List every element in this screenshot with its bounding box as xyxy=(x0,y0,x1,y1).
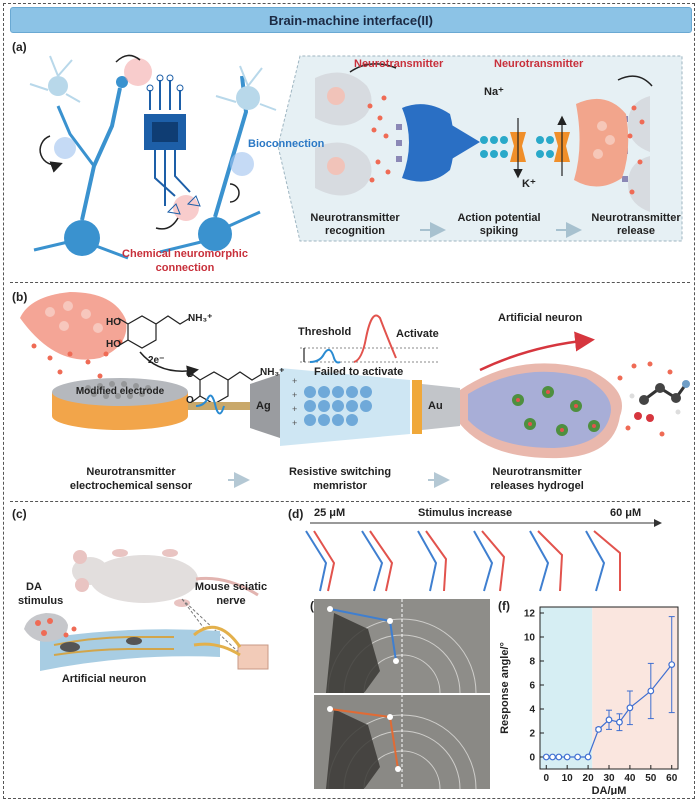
panel-e-photo xyxy=(314,599,490,790)
svg-text:+: + xyxy=(292,376,297,386)
failed-to-activate-label: Failed to activate xyxy=(314,366,404,378)
sciatic-nerve-line2: nerve xyxy=(216,595,246,607)
step-neurotransmitter-recognition: Neurotransmitter recognition xyxy=(310,212,400,237)
y-tick-label: 6 xyxy=(529,681,535,692)
dopamine-molecule-model xyxy=(629,380,690,422)
low-concentration-region xyxy=(540,607,593,769)
figure-title: Brain-machine interface(II) xyxy=(269,12,433,28)
stimulus-start-label: 25 μM xyxy=(314,507,346,519)
data-point xyxy=(563,753,571,761)
svg-text:+: + xyxy=(292,418,297,428)
panel-b: (b) xyxy=(10,288,690,500)
artificial-neuron-label-b: Artificial neuron xyxy=(498,312,583,324)
hydroxyl-label-1: HO xyxy=(106,317,121,328)
panel-a: (a) xyxy=(10,36,690,280)
hydrogel-particles xyxy=(512,386,600,436)
data-point xyxy=(542,753,550,761)
chemical-neuromorphic-connection-line1: Chemical neuromorphic xyxy=(122,248,248,260)
data-point xyxy=(668,661,676,668)
panel-b-label: (b) xyxy=(12,290,28,304)
panel-a-label: (a) xyxy=(12,40,27,54)
x-tick-label: 40 xyxy=(624,773,636,784)
data-point xyxy=(626,704,634,712)
panel-d-illustration xyxy=(305,519,662,592)
data-point xyxy=(555,753,563,761)
y-tick-label: 12 xyxy=(524,609,536,620)
data-point xyxy=(647,687,655,695)
sodium-ion-label: Na⁺ xyxy=(484,86,504,98)
threshold-label: Threshold xyxy=(298,326,352,338)
panel-b-illustration: + + + + xyxy=(20,292,690,488)
outer-dashed-frame xyxy=(3,3,695,799)
y-tick-label: 0 xyxy=(529,753,535,764)
da-stimulus-line2: stimulus xyxy=(18,595,64,607)
neuron-network xyxy=(29,55,277,260)
step-neurotransmitter-release: Neurotransmitter release xyxy=(591,212,681,237)
x-tick-label: 50 xyxy=(645,773,657,784)
oxygen-label-2: O xyxy=(186,395,194,406)
ammonium-label: NH₃⁺ xyxy=(188,313,213,324)
divider-b-c xyxy=(10,501,690,502)
oxygen-label-1: O xyxy=(186,369,194,380)
silver-electrode-label: Ag xyxy=(256,400,271,412)
da-stimulus-line1: DA xyxy=(26,581,42,593)
sensor-caption-line1: Neurotransmitter xyxy=(86,466,176,478)
x-tick-label: 30 xyxy=(603,773,615,784)
modified-electrode-label: Modified electrode xyxy=(75,386,165,397)
y-axis-label: Response angle/° xyxy=(499,642,511,734)
lower-panels: (c) DA stimu xyxy=(10,503,690,795)
data-point xyxy=(616,718,623,726)
data-point xyxy=(605,716,613,724)
y-tick-label: 8 xyxy=(529,657,535,668)
panel-f-label: (f) xyxy=(498,599,510,613)
step-action-potential-spiking: Action potential spiking xyxy=(457,212,541,237)
memristor-caption-line1: Resistive switching xyxy=(288,466,392,478)
x-tick-label: 60 xyxy=(666,773,678,784)
stimulus-end-label: 60 μM xyxy=(610,507,642,519)
leg-angle-traces xyxy=(305,530,621,592)
data-point xyxy=(549,753,556,761)
neurotransmitter-label-left: Neurotransmitter xyxy=(354,58,444,70)
y-tick-label: 2 xyxy=(529,729,535,740)
y-tick-label: 10 xyxy=(524,633,536,644)
data-point xyxy=(584,753,592,761)
dopamine-structure xyxy=(117,315,263,405)
hydroxyl-label-2: HO xyxy=(106,339,121,350)
bioconnection-label: Bioconnection xyxy=(248,138,325,150)
stimulus-increase-label: Stimulus increase xyxy=(418,507,513,519)
panel-c-illustration xyxy=(24,549,269,671)
y-tick-label: 4 xyxy=(529,705,535,716)
panel-d-label: (d) xyxy=(288,507,304,521)
mouse-illustration xyxy=(72,549,259,607)
ammonium-product-label: NH₃⁺ xyxy=(260,367,285,378)
x-axis-label: DA/μM xyxy=(592,785,627,795)
divider-a-b xyxy=(10,282,690,283)
hydrogel-caption-line1: Neurotransmitter xyxy=(492,466,582,478)
data-point xyxy=(595,725,602,733)
high-concentration-region xyxy=(592,607,678,769)
electron-label: 2e⁻ xyxy=(148,355,165,366)
svg-text:+: + xyxy=(292,404,297,414)
potassium-ion-label: K⁺ xyxy=(522,178,536,190)
x-tick-label: 0 xyxy=(543,773,549,784)
sciatic-nerve-line1: Mouse sciatic xyxy=(194,581,268,593)
panel-c-label: (c) xyxy=(12,507,27,521)
gold-electrode-label: Au xyxy=(428,400,443,412)
activate-label: Activate xyxy=(396,328,439,340)
x-tick-label: 10 xyxy=(562,773,574,784)
data-point xyxy=(574,753,582,761)
memristor-caption-line2: memristor xyxy=(313,480,367,492)
panel-a-illustration xyxy=(29,54,683,260)
svg-text:+: + xyxy=(292,390,297,400)
chemical-neuromorphic-connection-line2: connection xyxy=(155,262,215,274)
sensor-caption-line2: electrochemical sensor xyxy=(69,480,193,492)
neurotransmitter-label-right: Neurotransmitter xyxy=(494,58,584,70)
figure-title-banner: Brain-machine interface(II) xyxy=(10,7,692,33)
neuromorphic-chip xyxy=(144,74,201,215)
hydrogel-caption-line2: releases hydrogel xyxy=(490,480,584,492)
artificial-neuron-label-c: Artificial neuron xyxy=(61,673,147,685)
x-tick-label: 20 xyxy=(583,773,595,784)
